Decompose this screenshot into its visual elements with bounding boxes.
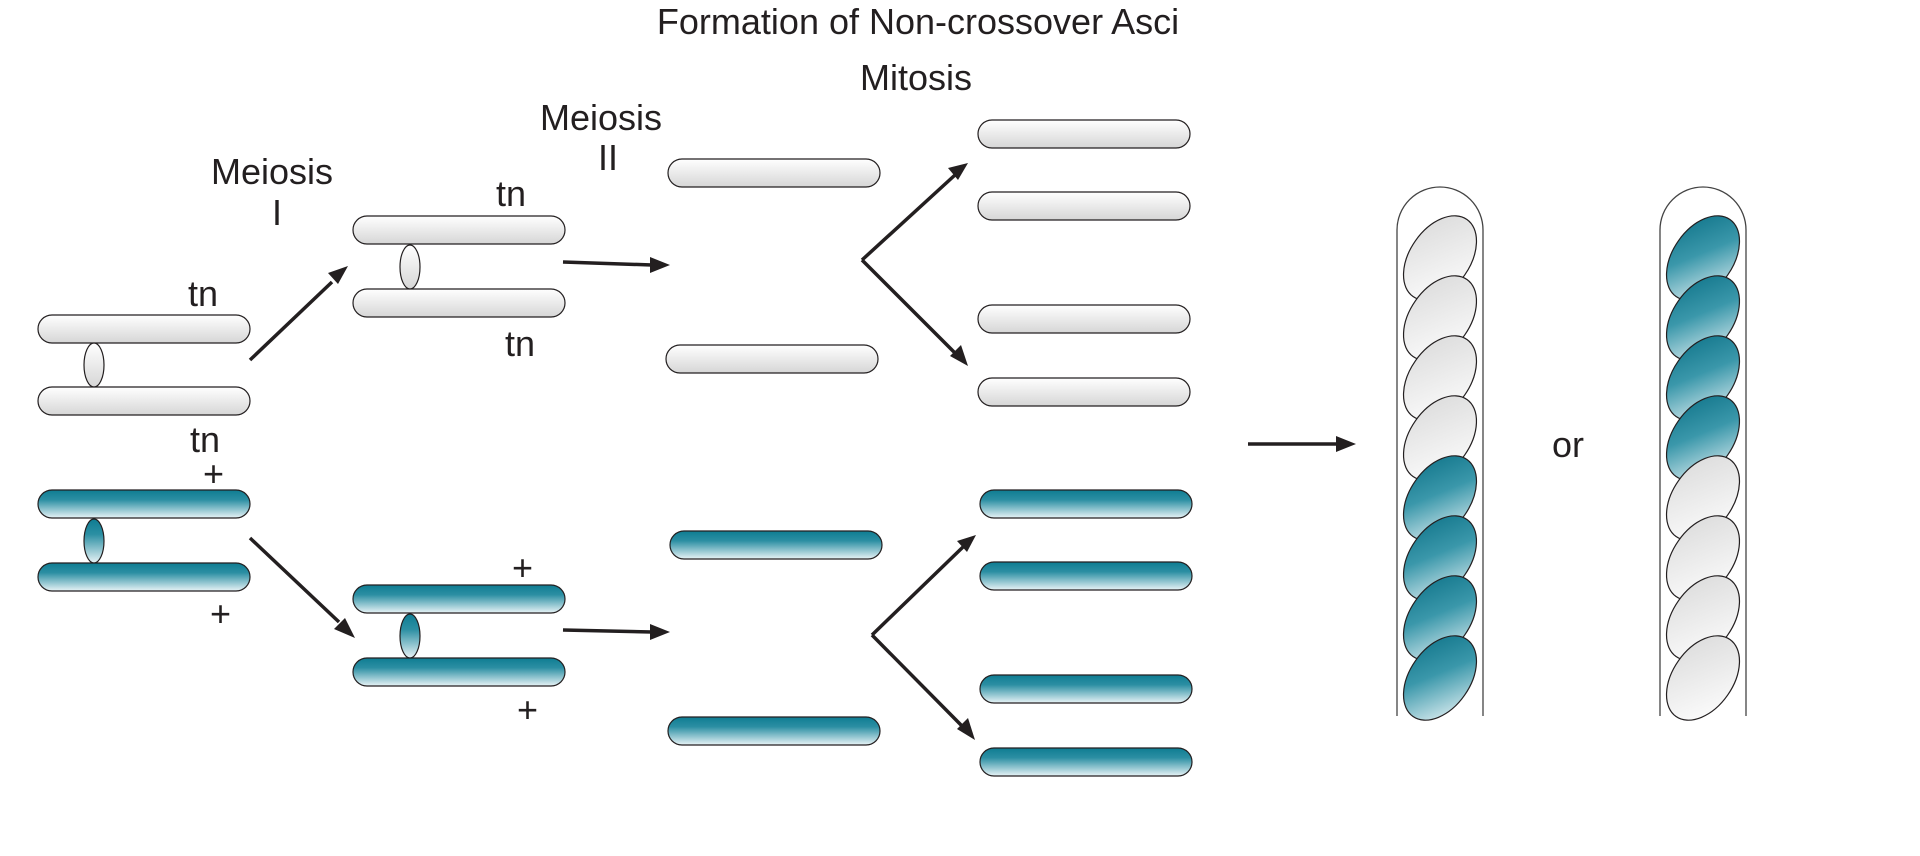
chromosome-tn [977,304,1191,334]
meiosis-2-arrow-upper [562,257,670,273]
ascus-wall [1396,186,1484,716]
ascus-wall [1659,186,1747,716]
chromosome-tn [665,344,879,374]
gene-label-tn: tn [505,323,535,364]
ascospore-plus [1402,635,1478,721]
centromere [83,342,105,388]
to-ascus-arrow [1248,436,1356,452]
or-connector: or [1552,424,1584,465]
stage-label-meiosis-1: Meiosis [211,151,333,192]
gene-label-tn: tn [188,273,218,314]
chromatid-plus [37,489,251,519]
chromosome-plus [979,489,1193,519]
meiosis-1-arrow-down [248,536,355,638]
chromosome-plus [979,561,1193,591]
chromatid-tn [352,288,566,318]
stage-label-meiosis-2-numeral: II [598,137,618,178]
chromosome-tn [667,158,881,188]
ascospore-tn [1665,635,1741,721]
stage-label-mitosis: Mitosis [860,57,972,98]
dyad-plus [352,584,566,687]
parental-plus-bivalent [37,489,251,592]
chromatid-plus [37,562,251,592]
diagram-title: Formation of Non-crossover Asci [657,1,1179,42]
parental-tn-bivalent [37,314,251,416]
chromosome-tn [977,119,1191,149]
stage-label-meiosis-1-numeral: I [272,192,282,233]
centromere [399,613,421,659]
gene-label-plus: + [210,593,231,634]
ascus-2 [1659,186,1747,721]
gene-label-tn: tn [190,419,220,460]
stage-label-meiosis-2: Meiosis [540,97,662,138]
chromatid-tn [37,314,251,344]
meiosis-1-arrow-up [248,266,348,362]
chromatid-tn [352,215,566,245]
chromatid-plus [352,657,566,687]
mitosis-arrow-upper [860,163,968,366]
mitosis-arrow-lower [870,535,976,740]
gene-label-plus: + [512,547,533,588]
chromatid-tn [37,386,251,416]
gene-label-plus: + [517,689,538,730]
chromosome-plus [979,747,1193,777]
centromere [399,244,421,290]
chromosome-tn [977,377,1191,407]
meiosis-2-arrow-lower [562,624,670,640]
gene-label-tn: tn [496,173,526,214]
chromosome-plus [669,530,883,560]
chromosome-plus [979,674,1193,704]
dyad-tn [352,215,566,318]
centromere [83,518,105,564]
chromatid-plus [352,584,566,614]
chromosome-plus [667,716,881,746]
chromosome-tn [977,191,1191,221]
ascus-1 [1396,186,1484,721]
gene-label-plus: + [203,453,224,494]
